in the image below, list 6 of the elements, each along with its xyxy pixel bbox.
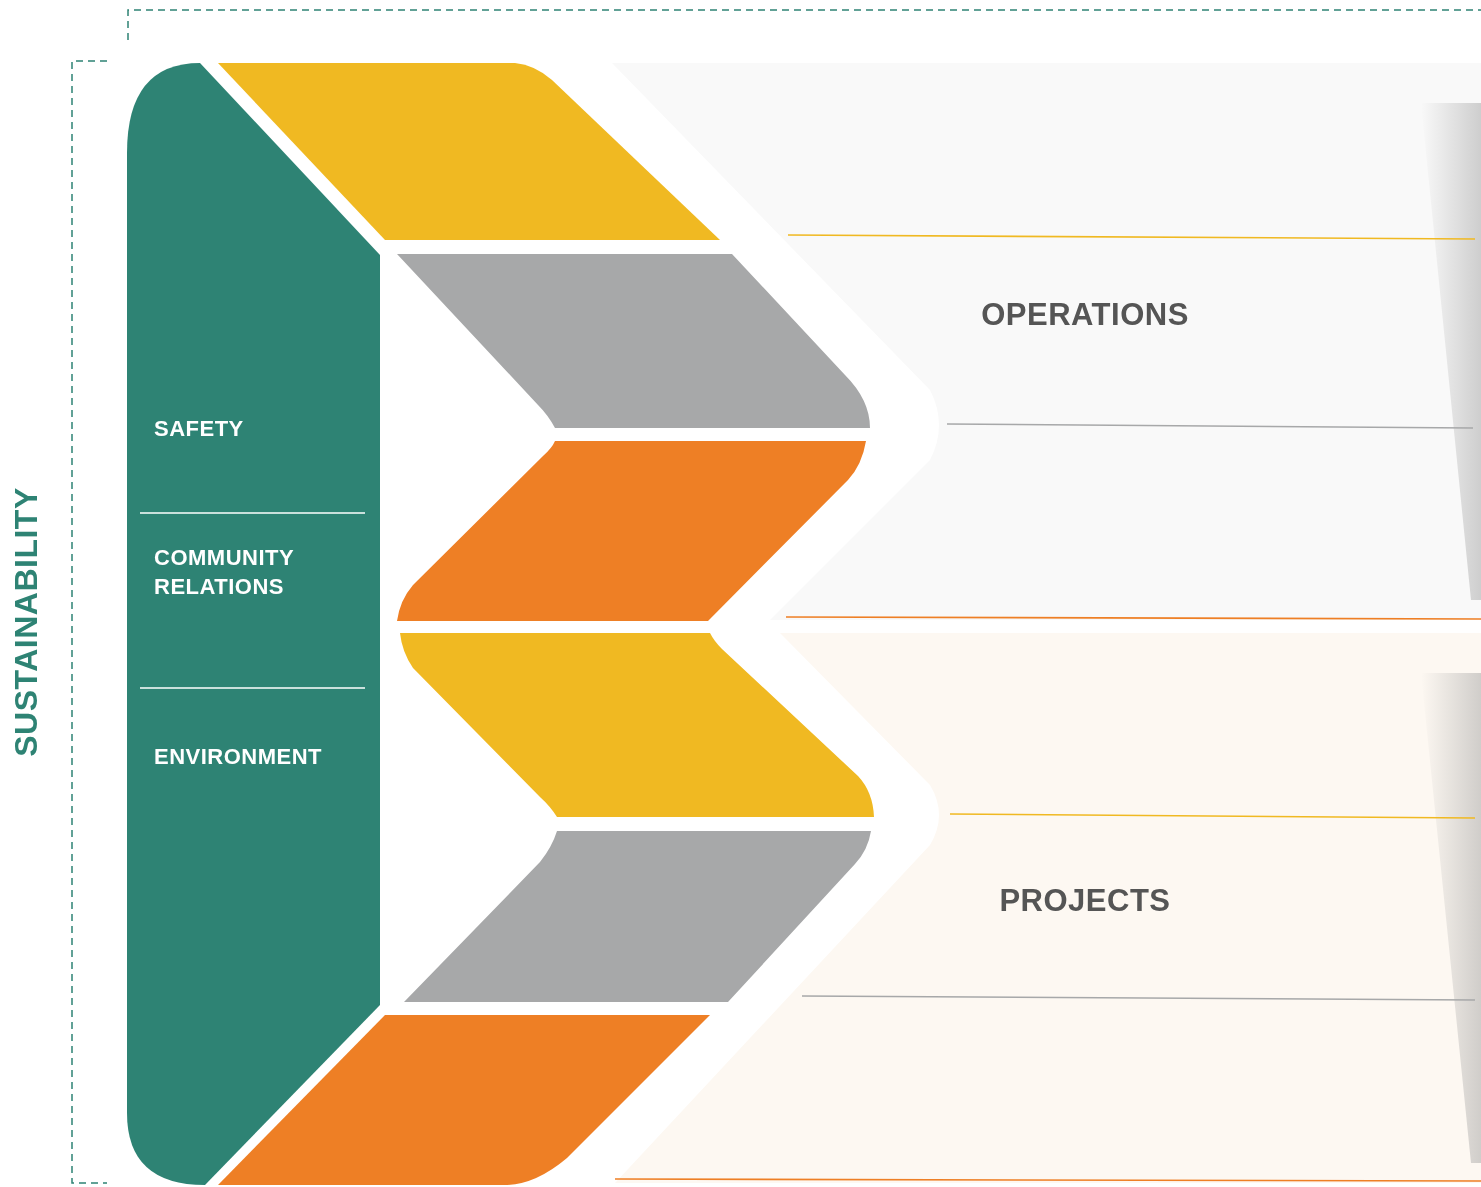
panel-title: OPERATIONS xyxy=(981,295,1189,334)
category-label: SAFETY xyxy=(154,414,245,443)
category-label: ENVIRONMENT xyxy=(154,742,324,771)
panel-title: PROJECTS xyxy=(999,881,1171,920)
category-label: COMMUNITY RELATIONS xyxy=(154,544,295,601)
vertical-title: SUSTAINABILITY xyxy=(7,487,45,757)
